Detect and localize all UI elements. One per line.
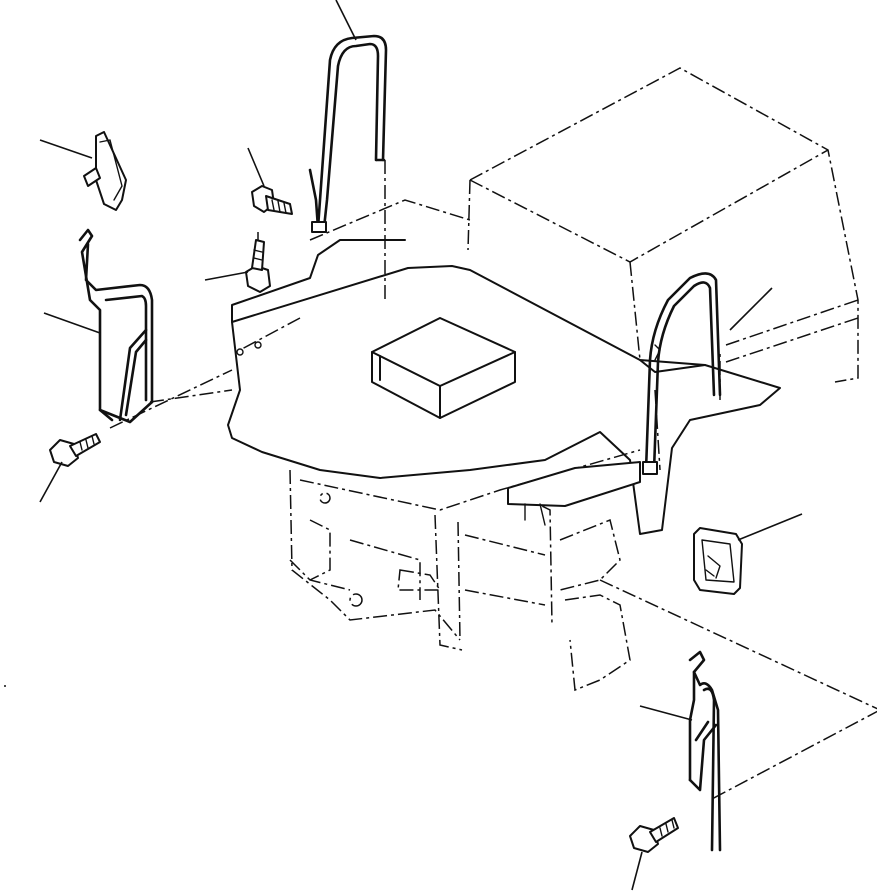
bolt-middle — [204, 239, 271, 293]
stray-mark — [4, 685, 6, 687]
cab-cover-outline — [309, 67, 859, 383]
top-leader-line — [335, 0, 357, 41]
mirror-upper-left — [39, 131, 127, 211]
mirror-right — [693, 513, 803, 595]
handrail-right — [642, 272, 773, 475]
explosion-lines — [109, 160, 877, 801]
handrail-left — [43, 228, 154, 424]
frame-structure — [289, 449, 641, 692]
handrail-top — [308, 34, 388, 233]
bolt-left — [39, 433, 101, 503]
handrail-lower-right — [639, 650, 722, 852]
bolt-lower — [629, 817, 679, 891]
bolt-upper — [247, 147, 293, 215]
